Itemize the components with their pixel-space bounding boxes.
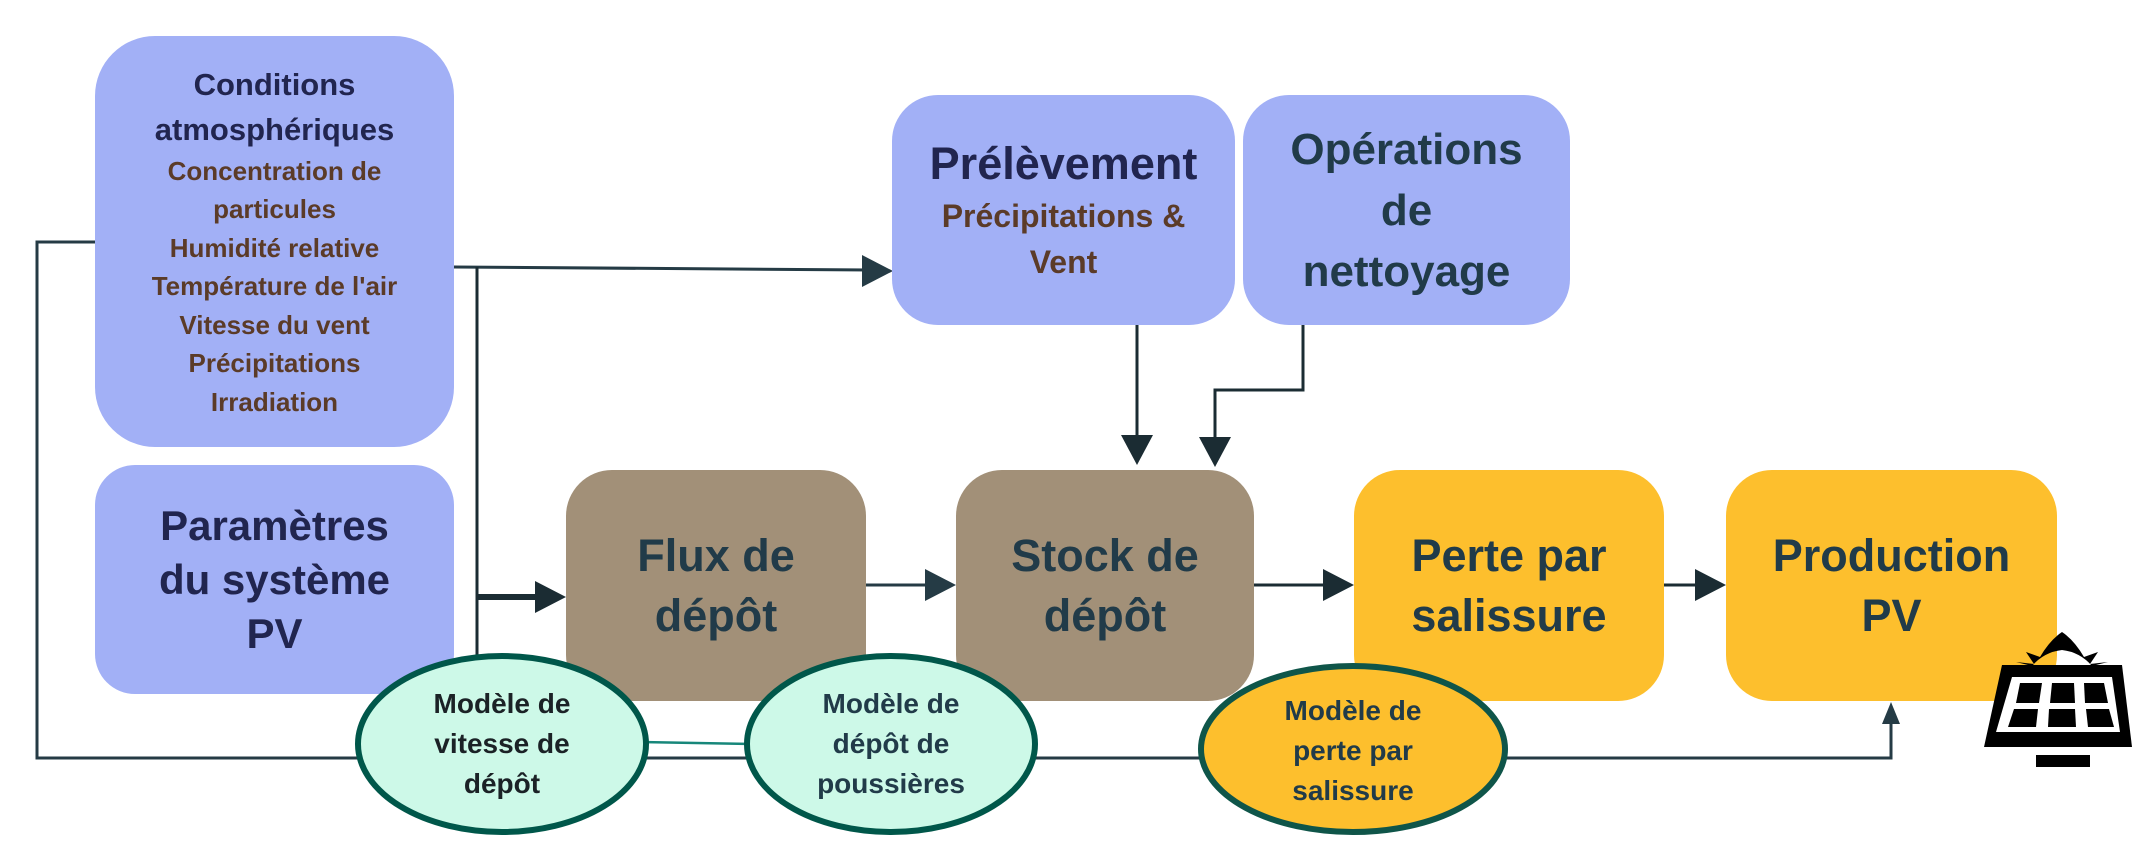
pv-production-line: PV <box>1861 589 1922 641</box>
model-deposition-velocity-label: Modèle de vitesse de dépôt <box>372 680 632 808</box>
atmospheric-item: Humidité relative <box>169 232 380 263</box>
model-soiling-loss-label: Modèle de perte par salissure <box>1223 687 1483 815</box>
connector-atmos-loop <box>35 240 360 760</box>
model-ellipse-dust-deposition <box>744 653 1038 835</box>
arrowhead-removal-stock <box>1121 435 1153 465</box>
model-line: Modèle de <box>1284 695 1422 726</box>
pv-production-line: Production <box>1772 529 2011 581</box>
atmospheric-conditions-box: Conditions atmosphériques Concentration … <box>95 36 454 447</box>
deposition-stock-line: dépôt <box>1043 589 1167 641</box>
removal-sub-line: Précipitations & <box>941 198 1186 234</box>
model-line: poussières <box>817 768 965 799</box>
cleaning-line: Opérations <box>1290 124 1523 174</box>
model-ellipse-soiling-loss <box>1198 663 1508 835</box>
model-line: perte par <box>1293 735 1413 766</box>
soiling-loss-line: salissure <box>1411 589 1607 641</box>
deposition-flux-line: Flux de <box>637 529 795 581</box>
deposition-flux-box: Flux de dépôt <box>566 470 866 701</box>
model-line: dépôt de <box>832 728 950 759</box>
system-parameters-line: Paramètres <box>160 501 389 549</box>
deposition-flux-line: dépôt <box>654 589 778 641</box>
sun-icon <box>2016 632 2108 666</box>
model-line: salissure <box>1292 775 1414 806</box>
system-parameters-line: du système <box>158 555 391 603</box>
system-parameters-box: Paramètres du système PV <box>95 465 454 694</box>
connector-bus-to-production <box>1505 722 1893 760</box>
removal-sub-line: Vent <box>1029 244 1098 280</box>
arrowhead-production-main <box>1695 569 1726 601</box>
atmospheric-title-line: Conditions <box>193 66 356 102</box>
arrowhead-stock <box>925 569 956 601</box>
arrowhead-production <box>1882 702 1900 724</box>
connector-cleaning-to-stock <box>1213 325 1305 440</box>
model-line: Modèle de <box>433 688 571 719</box>
atmospheric-item: Température de l'air <box>151 271 398 302</box>
model-ellipse-deposition-velocity <box>355 653 649 835</box>
atmospheric-item: Précipitations <box>188 348 361 379</box>
system-parameters-line: PV <box>246 609 303 657</box>
deposition-stock-box: Stock de dépôt <box>956 470 1254 701</box>
pv-production-box: Production PV <box>1726 470 2057 701</box>
cleaning-line: nettoyage <box>1302 246 1511 296</box>
atmospheric-item: particules <box>213 194 336 225</box>
soiling-loss-line: Perte par <box>1411 529 1607 581</box>
model-line: vitesse de <box>434 728 570 759</box>
arrowhead-loss <box>1323 569 1354 601</box>
atmospheric-item: Vitesse du vent <box>179 309 370 340</box>
arrowhead-removal <box>862 255 893 287</box>
atmospheric-title-line: atmosphériques <box>154 111 395 147</box>
cleaning-line: de <box>1380 185 1433 235</box>
deposition-stock-line: Stock de <box>1011 529 1199 581</box>
removal-title: Prélèvement <box>929 138 1198 189</box>
removal-box: Prélèvement Précipitations & Vent <box>892 95 1235 325</box>
soiling-loss-box: Perte par salissure <box>1354 470 1664 701</box>
connector-atmos-to-removal <box>453 265 871 272</box>
arrowhead-flux <box>535 581 566 613</box>
model-line: Modèle de <box>822 688 960 719</box>
atmospheric-item: Concentration de <box>167 155 382 186</box>
atmospheric-item: Irradiation <box>210 386 339 417</box>
model-line: dépôt <box>463 768 541 799</box>
cleaning-operations-box: Opérations de nettoyage <box>1243 95 1570 325</box>
arrowhead-cleaning-stock <box>1199 437 1231 467</box>
solar-panel-icon <box>1984 632 2132 767</box>
connector-model-link <box>639 740 753 746</box>
model-dust-deposition-label: Modèle de dépôt de poussières <box>761 680 1021 808</box>
